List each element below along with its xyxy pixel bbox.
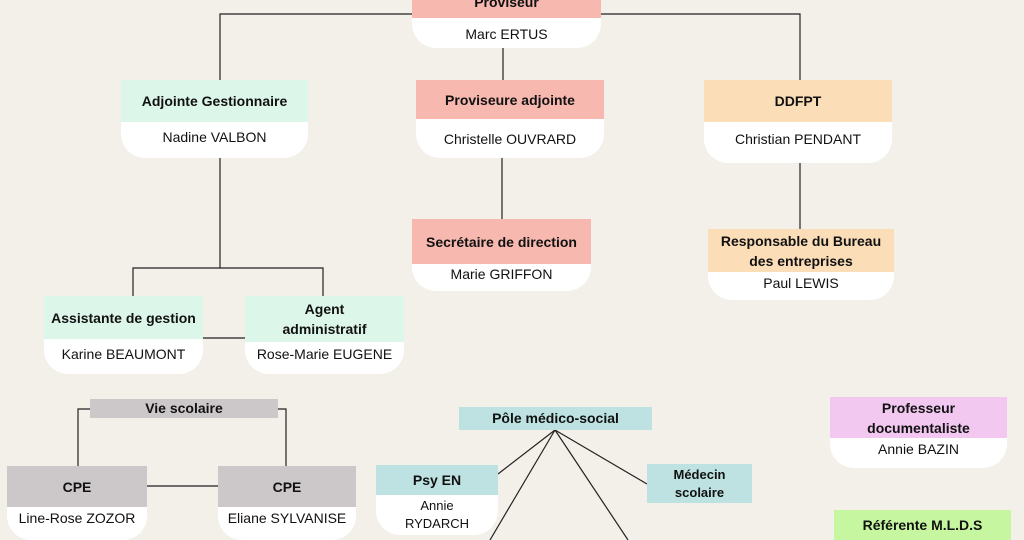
proviseure-adjointe-name: Christelle OUVRARD <box>443 131 577 147</box>
connector-proviseur-right <box>600 13 801 80</box>
connector-proviseur-left <box>219 13 412 80</box>
professeur-doc-name: Annie BAZIN <box>878 441 959 457</box>
connector-pole-down-left <box>489 429 556 540</box>
pole-medico-social-label: Pôle médico-social <box>459 407 652 430</box>
connector-vie-right <box>278 408 287 466</box>
ddfpt-title: DDFPT <box>704 80 892 122</box>
connector-gestion-branch <box>132 267 324 296</box>
ddfpt-name: Christian PENDANT <box>734 131 862 147</box>
responsable-bureau-card: Responsable du Bureau des entreprises Pa… <box>708 229 894 300</box>
assistante-gestion-card: Assistante de gestion Karine BEAUMONT <box>44 296 203 374</box>
psy-en-name: Annie RYDARCH <box>404 498 470 531</box>
psy-en-title: Psy EN <box>376 465 498 495</box>
adjointe-gestionnaire-card: Adjointe Gestionnaire Nadine VALBON <box>121 80 308 158</box>
vie-scolaire-label: Vie scolaire <box>90 399 278 418</box>
assistante-gestion-title: Assistante de gestion <box>44 296 203 339</box>
cpe-1-title: CPE <box>7 466 147 507</box>
secretaire-name: Marie GRIFFON <box>450 266 553 282</box>
proviseure-adjointe-card: Proviseure adjointe Christelle OUVRARD <box>416 80 604 158</box>
cpe-1-card: CPE Line-Rose ZOZOR <box>7 466 147 540</box>
referente-mlds-card: Référente M.L.D.S <box>834 510 1011 540</box>
adjointe-gestionnaire-title: Adjointe Gestionnaire <box>121 80 308 122</box>
cpe-2-name: Eliane SYLVANISE <box>227 510 347 526</box>
cpe-2-title: CPE <box>218 466 356 507</box>
proviseure-adjointe-title: Proviseure adjointe <box>416 80 604 119</box>
secretaire-card: Secrétaire de direction Marie GRIFFON <box>412 219 591 291</box>
adjointe-gestionnaire-name: Nadine VALBON <box>162 129 267 145</box>
proviseur-card: Proviseur Marc ERTUS <box>412 0 601 48</box>
referente-mlds-title: Référente M.L.D.S <box>834 510 1011 540</box>
connector-pole-psy <box>497 429 556 475</box>
psy-en-card: Psy EN Annie RYDARCH <box>376 465 498 535</box>
responsable-bureau-name: Paul LEWIS <box>763 275 839 291</box>
connector-pole-medecin <box>554 429 648 485</box>
cpe-2-card: CPE Eliane SYLVANISE <box>218 466 356 540</box>
professeur-doc-title: Professeur documentaliste <box>830 397 1007 438</box>
connector-pole-down-right <box>554 429 629 540</box>
medecin-scolaire-label: Médecin scolaire <box>647 464 752 503</box>
proviseur-title: Proviseur <box>412 0 601 18</box>
proviseur-name: Marc ERTUS <box>465 26 548 42</box>
ddfpt-card: DDFPT Christian PENDANT <box>704 80 892 163</box>
connector-vie-left <box>77 408 90 466</box>
cpe-1-name: Line-Rose ZOZOR <box>18 510 136 526</box>
assistante-gestion-name: Karine BEAUMONT <box>61 346 186 362</box>
professeur-doc-card: Professeur documentaliste Annie BAZIN <box>830 397 1007 468</box>
agent-administratif-name: Rose-Marie EUGENE <box>256 346 393 362</box>
responsable-bureau-title: Responsable du Bureau des entreprises <box>708 229 894 272</box>
agent-administratif-card: Agent administratif Rose-Marie EUGENE <box>245 296 404 374</box>
secretaire-title: Secrétaire de direction <box>412 219 591 264</box>
agent-administratif-title: Agent administratif <box>245 296 404 342</box>
